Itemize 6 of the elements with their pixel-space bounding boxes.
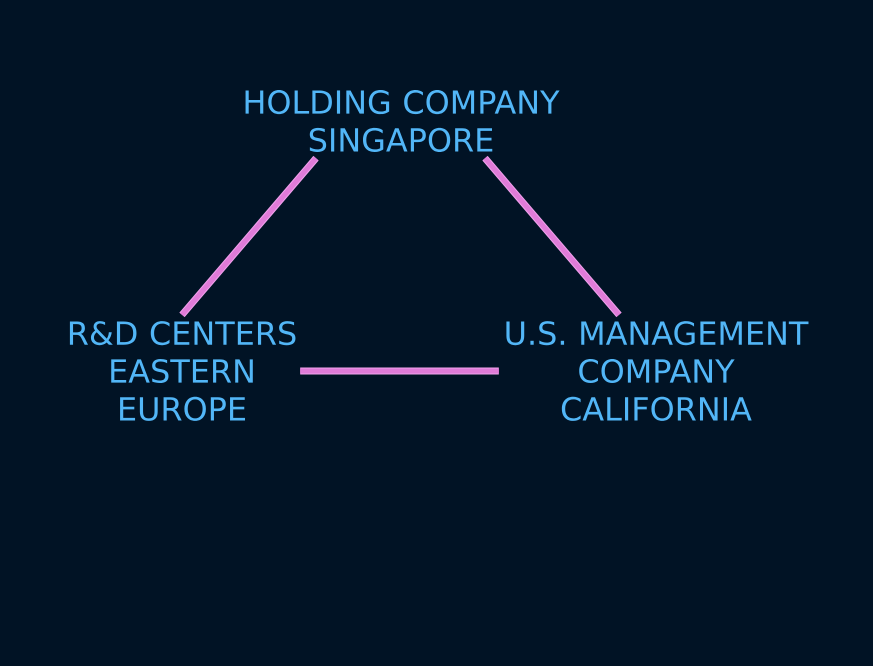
entity-label: HOLDING COMPANY SINGAPORE: [246, 90, 560, 152]
entity-label: U.S. MANAGEMENT COMPANY CALIFORNIA: [506, 321, 808, 421]
connector-line: [179, 156, 319, 318]
connector-line: [300, 368, 499, 374]
entity-label: R&D CENTERS EASTERN EUROPE: [70, 321, 296, 421]
connector-line: [482, 156, 622, 318]
